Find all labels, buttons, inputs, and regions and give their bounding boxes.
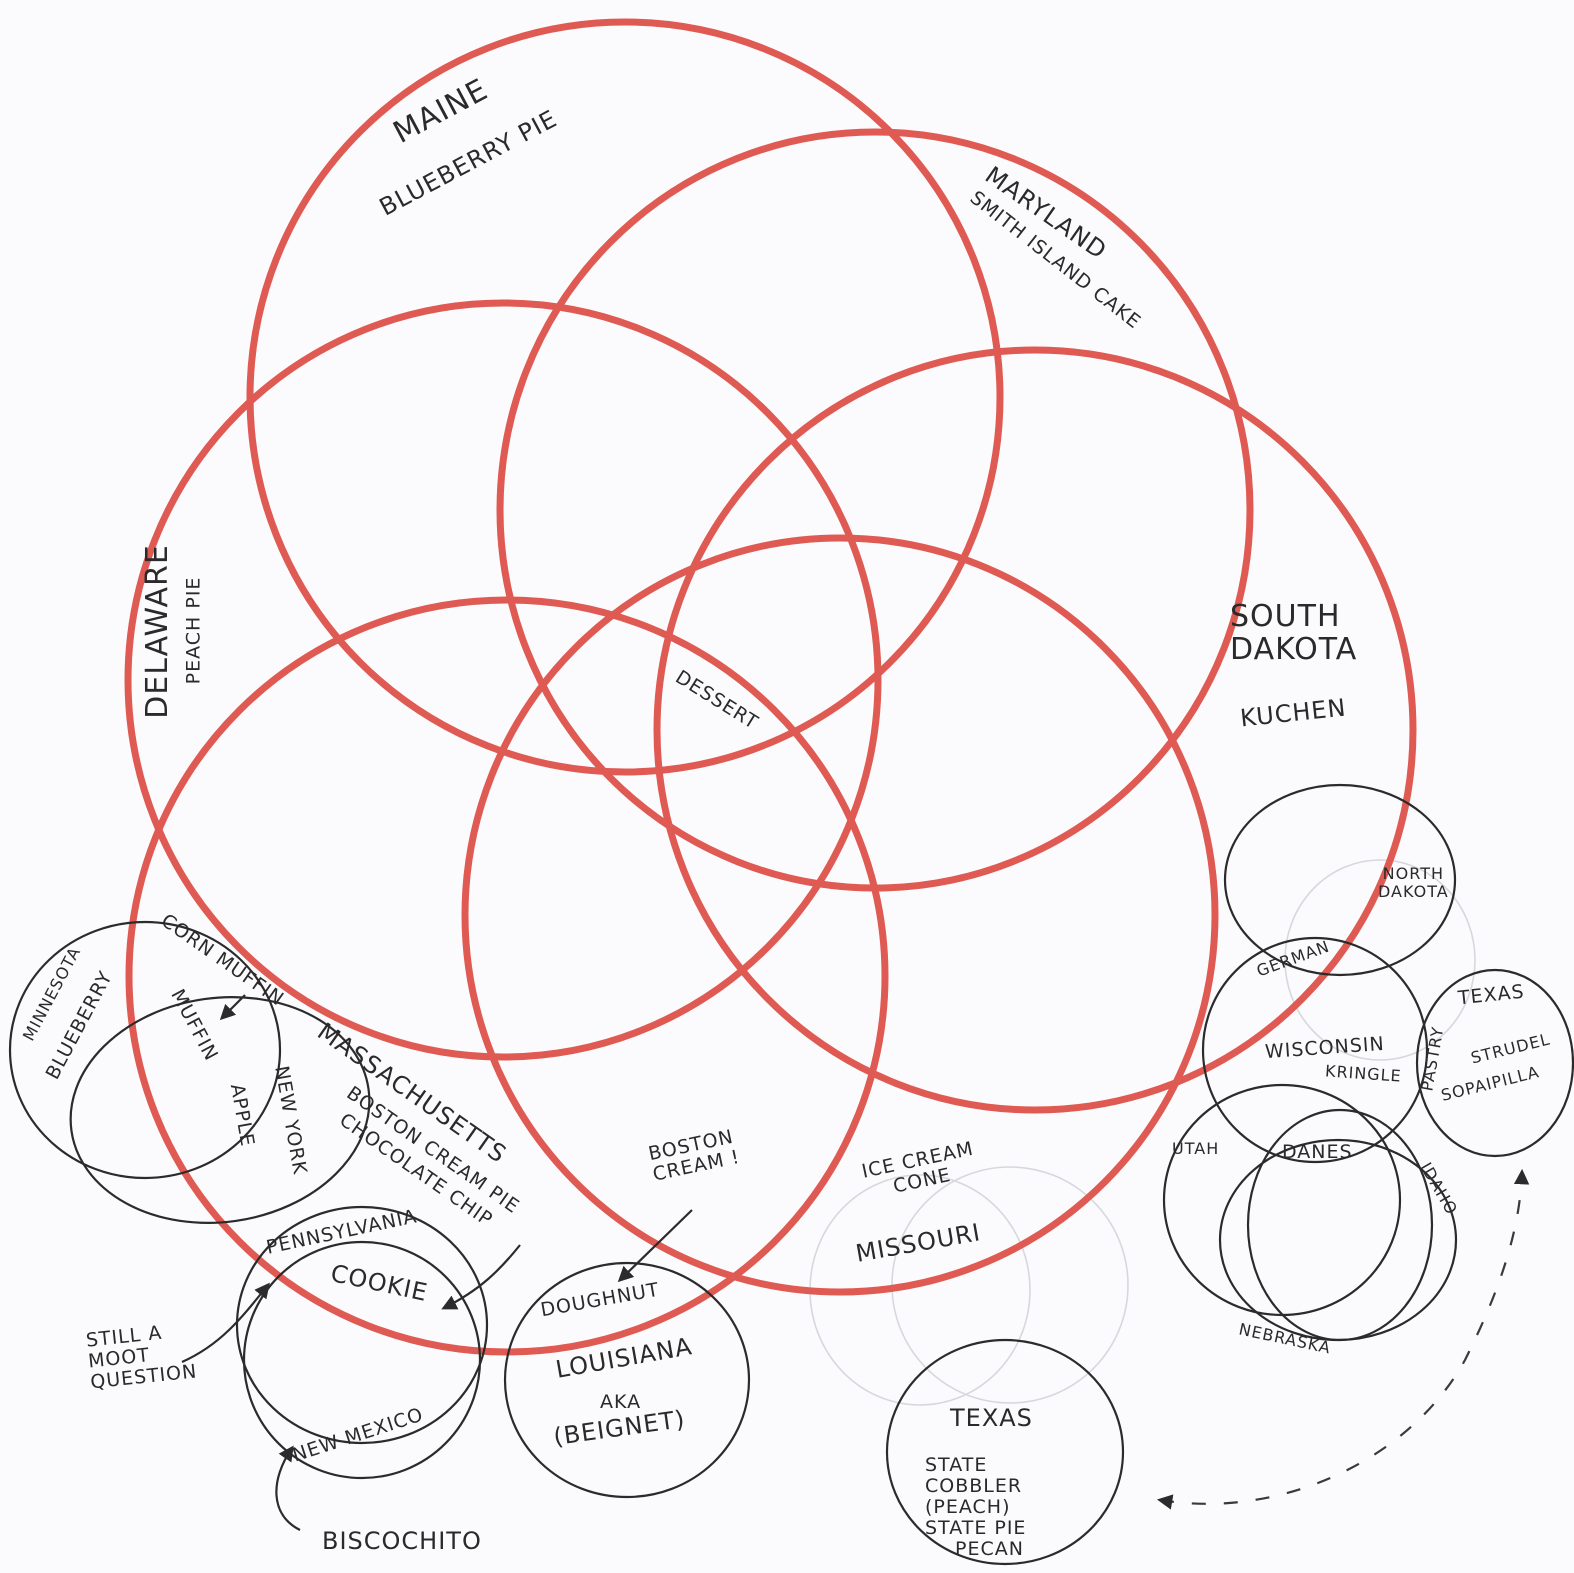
texas-state-text: STATE: [925, 1454, 988, 1476]
doughnut-group-circle: [503, 1209, 751, 1499]
texas-peach-text: (PEACH): [925, 1495, 1011, 1518]
main-red-circles: [124, 18, 1417, 1356]
utah-label: UTAH: [1172, 1140, 1219, 1158]
texas-state-pie-text: STATE PIE: [925, 1516, 1027, 1539]
louisiana-aka-label: AKA: [600, 1392, 641, 1413]
north-dakota-line-1: NORTH: [1382, 864, 1444, 883]
south-dakota-label: SOUTH DAKOTA: [1230, 600, 1370, 666]
texas-bottom-state: TEXAS: [950, 1404, 1033, 1432]
north-dakota-label: NORTH DAKOTA: [1378, 865, 1449, 900]
moot-question-annotation: STILL A MOOT QUESTION: [85, 1320, 198, 1393]
texas-cobbler-text: COBBLER: [925, 1474, 1023, 1497]
texas-bottom-state-label: TEXAS: [950, 1404, 1033, 1432]
biscochito-label: BISCOCHITO: [322, 1527, 482, 1555]
missouri-circle: [461, 534, 1219, 1296]
south-dakota-state: SOUTH DAKOTA: [1230, 599, 1358, 667]
louisiana-aka-text: AKA: [600, 1391, 642, 1413]
delaware-label: DELAWARE: [139, 544, 175, 719]
muffin-group-circles: [8, 920, 371, 1224]
danes-text: DANES: [1282, 1141, 1353, 1163]
massachusetts-circle: [125, 596, 889, 1356]
texas-pecan-text: PECAN: [955, 1537, 1024, 1560]
texas-bottom-circle: [885, 1338, 1125, 1566]
delaware-dessert-label: PEACH PIE: [182, 576, 205, 685]
cookie-group-circles: [181, 1205, 521, 1531]
utah-text: UTAH: [1172, 1139, 1220, 1158]
danes-label: DANES: [1282, 1142, 1353, 1163]
biscochito-text: BISCOCHITO: [322, 1527, 482, 1555]
delaware-state: DELAWARE: [139, 544, 175, 719]
south-dakota-circle: [653, 346, 1417, 1114]
north-dakota-line-2: DAKOTA: [1378, 881, 1449, 901]
delaware-dessert: PEACH PIE: [182, 576, 205, 685]
pastry-group-circles: [1156, 783, 1574, 1510]
delaware-circle: [124, 299, 882, 1061]
texas-bottom-details: STATE COBBLER (PEACH) STATE PIE PECAN: [925, 1455, 1026, 1559]
